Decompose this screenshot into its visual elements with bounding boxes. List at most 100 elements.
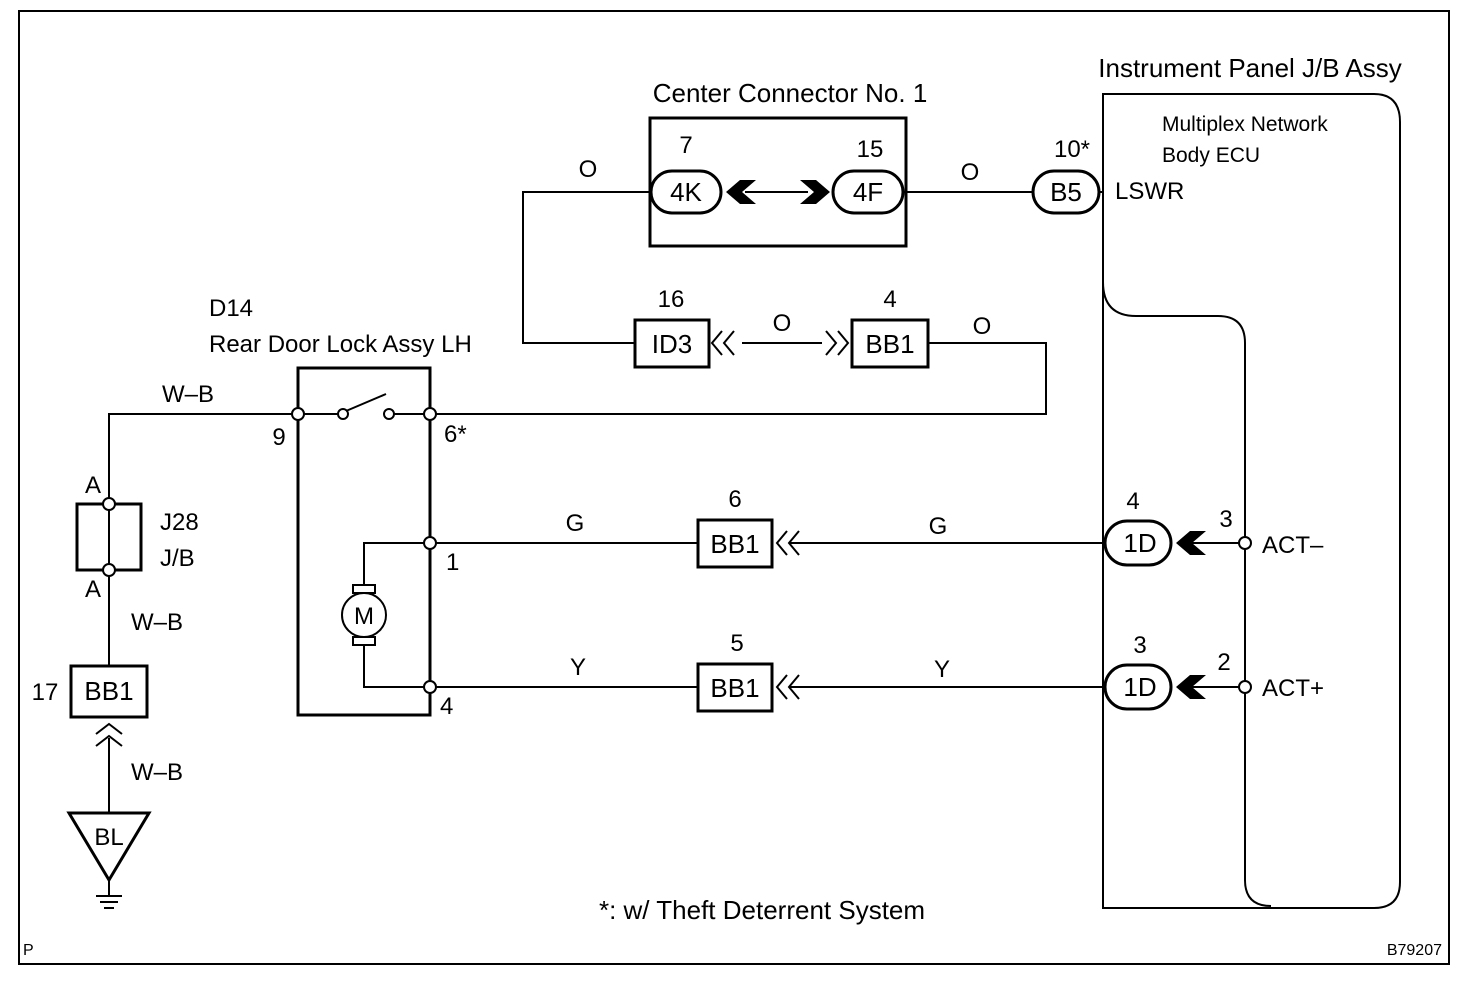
- wire-o-left: [522, 191, 651, 344]
- connector-b5-label: B5: [1050, 177, 1082, 207]
- arrow-gnd-a: [95, 722, 123, 735]
- motor-brush-top: [352, 584, 376, 594]
- connector-1d-g: [1103, 519, 1173, 567]
- connector-id3-group: ID3 16: [633, 286, 711, 369]
- connector-1d-g-label: 1D: [1123, 528, 1156, 558]
- terminal-9: [291, 407, 305, 421]
- wire-green: G BB1 6 G 1D 4 3 ACT–: [436, 486, 1324, 569]
- wire-wb-mid-label: W–B: [131, 609, 183, 636]
- connector-bb1-top-pin: 4: [883, 286, 896, 313]
- connector-bb1-gnd: [69, 664, 149, 719]
- diagram-frame: [18, 10, 1450, 965]
- signal-act-plus: ACT+: [1262, 675, 1324, 702]
- connector-bb1-y: [696, 662, 774, 713]
- motor-wire-top: [363, 542, 424, 585]
- arrow-bb1-b: [837, 330, 850, 356]
- wire-y-right-label: Y: [934, 656, 950, 683]
- arrow-g-a: [775, 530, 788, 556]
- center-connector-title: Center Connector No. 1: [653, 78, 928, 108]
- motor-label: M: [354, 603, 374, 630]
- connector-1d-y: [1103, 663, 1173, 711]
- motor-wire-bottom: [363, 645, 424, 688]
- signal-lswr: LSWR: [1115, 178, 1184, 205]
- ecu-terminal-2: [1238, 680, 1252, 694]
- connector-1d-y-label: 1D: [1123, 672, 1156, 702]
- connector-arrow-right: [800, 180, 830, 204]
- connector-id3-label: ID3: [652, 329, 692, 359]
- wire-wb-bottom-label: W–B: [131, 759, 183, 786]
- wire-o-bb1: [434, 342, 1047, 415]
- pin-6: 6*: [444, 421, 467, 448]
- connector-id3-pin: 16: [658, 286, 685, 313]
- connector-bb1-g-pin: 6: [728, 486, 741, 513]
- footnote: *: w/ Theft Deterrent System: [599, 895, 925, 925]
- connector-bb1-g-label: BB1: [710, 529, 759, 559]
- rear-door-lock-assy: D14 Rear Door Lock Assy LH 9 6* M 1 4: [209, 295, 472, 720]
- connector-4f-pin: 15: [857, 136, 884, 163]
- wire-orange: O O O O: [434, 156, 1103, 415]
- ecu-pin-3: 3: [1219, 506, 1232, 533]
- connector-bb1-gnd-pin: 17: [32, 679, 59, 706]
- terminal-6: [423, 407, 437, 421]
- wire-o-left-label: O: [579, 156, 598, 183]
- center-connector-no1: Center Connector No. 1 4K 7 4F 15: [648, 78, 928, 248]
- jb-assy-title: Instrument Panel J/B Assy: [1098, 53, 1401, 83]
- j28-terminal-bottom: [102, 563, 116, 577]
- instrument-panel-jb-assy: Instrument Panel J/B Assy Multiplex Netw…: [1098, 53, 1402, 909]
- wire-o-right-label: O: [961, 159, 980, 186]
- terminal-1: [423, 536, 437, 550]
- j28-terminal-top: [102, 497, 116, 511]
- connector-1d-y-pin: 3: [1133, 632, 1146, 659]
- connector-b5-group: B5 10* LSWR: [1031, 136, 1184, 215]
- wire-o-mid-label: O: [773, 310, 792, 337]
- connector-4k-pin: 7: [679, 132, 692, 159]
- arrow-gnd-b: [95, 734, 123, 747]
- ecu-label-line1: Multiplex Network: [1162, 113, 1328, 136]
- switch-contact-left: [337, 408, 349, 420]
- connector-bb1-gnd-label: BB1: [84, 676, 133, 706]
- arrow-1d-y: [1176, 675, 1206, 699]
- wire-yellow: Y BB1 5 Y 1D 3 2 ACT+: [436, 630, 1324, 713]
- wire-o-bb1-label: O: [973, 313, 992, 340]
- figure-id: B79207: [1387, 942, 1442, 959]
- wire-wb-top-label: W–B: [162, 381, 214, 408]
- door-lock-name: Rear Door Lock Assy LH: [209, 331, 472, 358]
- connector-arrow-left: [726, 180, 756, 204]
- connector-bb1-top-label: BB1: [865, 329, 914, 359]
- wire-g-right-label: G: [929, 513, 948, 540]
- door-lock-code: D14: [209, 295, 253, 322]
- wire-w-b: W–B A A J28 J/B W–B BB1 17 W–B BL: [32, 381, 292, 909]
- connector-b5: [1031, 169, 1101, 215]
- arrow-id3-a: [710, 330, 723, 356]
- ecu-boundary: [1102, 281, 1272, 907]
- pin-9: 9: [272, 424, 285, 451]
- connector-4f-label: 4F: [853, 177, 883, 207]
- arrow-y-a: [775, 674, 788, 700]
- ecu-pin-2: 2: [1217, 649, 1230, 676]
- pin-4: 4: [440, 693, 453, 720]
- wire-wb-top: [108, 413, 292, 498]
- j28-type: J/B: [160, 545, 195, 572]
- j28-code: J28: [160, 509, 199, 536]
- connector-4k-label: 4K: [670, 177, 702, 207]
- motor-icon: [341, 592, 387, 638]
- ground-point-label: BL: [94, 824, 123, 851]
- ecu-terminal-3: [1238, 536, 1252, 550]
- j28-pin-bottom: A: [85, 576, 101, 603]
- connector-bb1-g: [696, 518, 774, 569]
- connector-bb1-y-label: BB1: [710, 673, 759, 703]
- wire-y-left-label: Y: [570, 654, 586, 681]
- connector-bb1-top: [850, 318, 930, 369]
- motor-brush-bottom: [352, 636, 376, 646]
- ground-point-bl: [66, 811, 152, 883]
- ecu-label-line2: Body ECU: [1162, 144, 1260, 167]
- switch-blade: [345, 393, 387, 412]
- arrow-bb1-a: [825, 330, 838, 356]
- arrow-1d-g: [1176, 531, 1206, 555]
- connector-b5-pin: 10*: [1054, 136, 1090, 163]
- connector-id3: [633, 318, 711, 369]
- signal-act-minus: ACT–: [1262, 532, 1324, 559]
- j28-pin-top: A: [85, 472, 101, 499]
- terminal-4: [423, 680, 437, 694]
